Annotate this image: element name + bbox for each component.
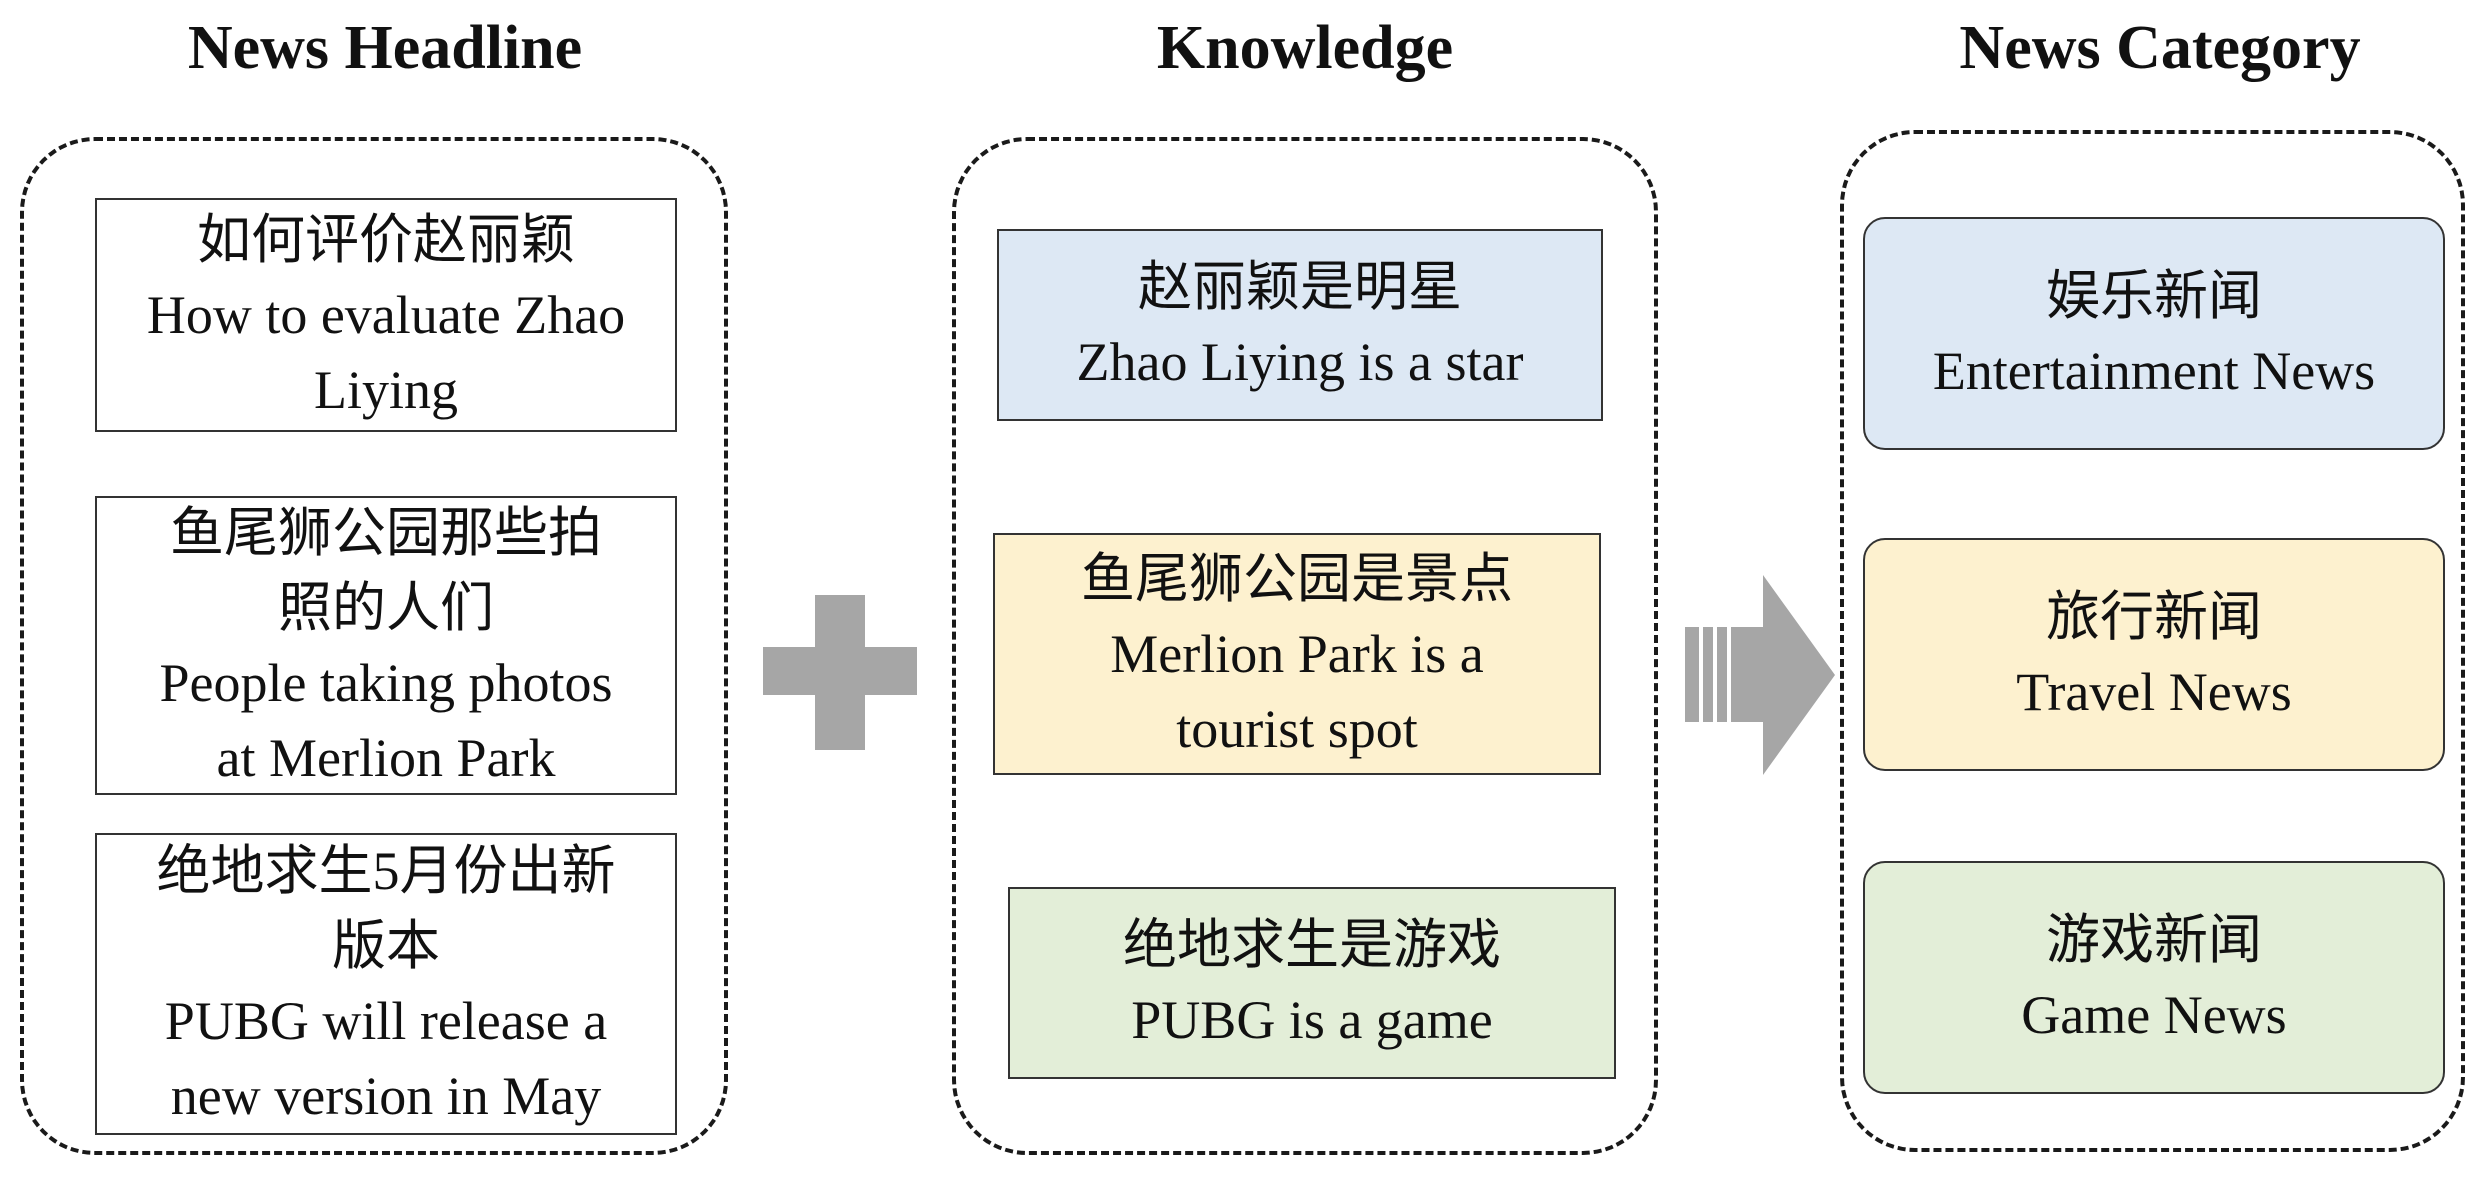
category-group xyxy=(1840,130,2465,1152)
headline-text-line: new version in May xyxy=(170,1066,602,1126)
category-text-line: 游戏新闻 xyxy=(2046,909,2262,970)
headline-card-merlion-park: 鱼尾狮公园那些拍 照的人们 People taking photos at Me… xyxy=(95,496,677,795)
headline-text-line: PUBG will release a xyxy=(164,991,608,1051)
category-card-travel: 旅行新闻 Travel News xyxy=(1863,538,2445,771)
headline-column-title: News Headline xyxy=(187,14,583,82)
category-text-line: Travel News xyxy=(2016,661,2292,722)
knowledge-card-merlion-park: 鱼尾狮公园是景点 Merlion Park is a tourist spot xyxy=(993,533,1601,775)
category-text-line: 旅行新闻 xyxy=(2046,586,2262,647)
headline-text-line: 版本 xyxy=(332,916,440,976)
knowledge-text-line: 鱼尾狮公园是景点 xyxy=(1081,548,1513,609)
headline-card-zhao-liying: 如何评价赵丽颖 How to evaluate Zhao Liying xyxy=(95,198,677,432)
headline-card-pubg: 绝地求生5月份出新 版本 PUBG will release a new ver… xyxy=(95,833,677,1135)
knowledge-group xyxy=(952,137,1658,1155)
knowledge-column-title: Knowledge xyxy=(1156,14,1454,82)
headline-text-line: How to evaluate Zhao xyxy=(146,284,626,345)
knowledge-text-line: tourist spot xyxy=(1176,698,1418,759)
knowledge-text-line: 绝地求生是游戏 xyxy=(1123,915,1501,975)
arrow-stripe xyxy=(1717,627,1727,722)
plus-icon xyxy=(763,595,917,750)
headline-group xyxy=(20,137,728,1155)
headline-text-line: 绝地求生5月份出新 xyxy=(156,841,616,901)
headline-text-line: People taking photos xyxy=(159,652,613,713)
headline-text-line: 鱼尾狮公园那些拍 xyxy=(170,502,602,563)
knowledge-text-line: PUBG is a game xyxy=(1131,990,1493,1050)
category-card-entertainment: 娱乐新闻 Entertainment News xyxy=(1863,217,2445,450)
category-card-game: 游戏新闻 Game News xyxy=(1863,861,2445,1094)
arrow-right-icon xyxy=(1685,575,1835,775)
category-text-line: 娱乐新闻 xyxy=(2046,265,2262,326)
headline-text-line: at Merlion Park xyxy=(216,727,556,788)
category-column-title: News Category xyxy=(1959,14,2361,82)
plus-icon-horizontal-bar xyxy=(763,647,917,695)
knowledge-card-pubg: 绝地求生是游戏 PUBG is a game xyxy=(1008,887,1616,1079)
headline-text-line: Liying xyxy=(314,359,458,420)
category-text-line: Game News xyxy=(2021,984,2287,1045)
headline-text-line: 照的人们 xyxy=(278,577,494,638)
knowledge-text-line: Zhao Liying is a star xyxy=(1076,332,1524,392)
arrow-stripe xyxy=(1703,627,1713,722)
knowledge-text-line: 赵丽颖是明星 xyxy=(1138,257,1462,317)
headline-text-line: 如何评价赵丽颖 xyxy=(197,209,575,270)
category-text-line: Entertainment News xyxy=(1932,340,2376,401)
knowledge-card-zhao-liying: 赵丽颖是明星 Zhao Liying is a star xyxy=(997,229,1603,421)
knowledge-text-line: Merlion Park is a xyxy=(1110,623,1484,684)
arrow-head xyxy=(1731,575,1835,775)
arrow-stripe xyxy=(1685,627,1699,722)
